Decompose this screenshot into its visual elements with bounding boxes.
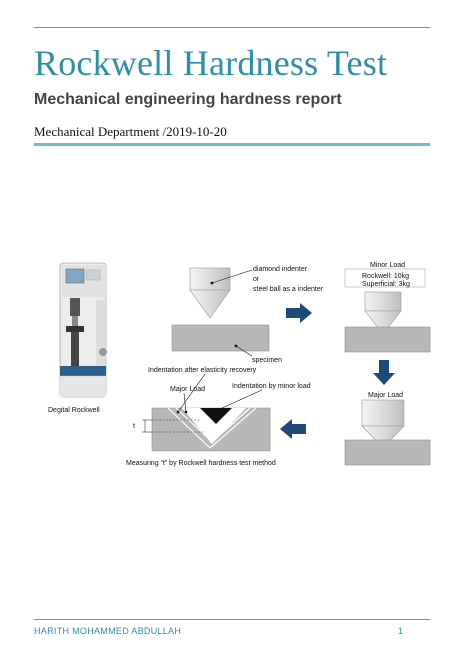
- major-load-title-right: Major Load: [368, 392, 403, 399]
- major-load-label: Major Load: [170, 386, 205, 393]
- document-subtitle: Mechanical engineering hardness report: [34, 91, 342, 108]
- indenter-label-2: or: [253, 276, 260, 283]
- minor-indent-shape: [200, 408, 232, 424]
- footer-page-number: 1: [398, 626, 404, 636]
- machine-caption: Degital Rockwell: [48, 407, 100, 414]
- t-label: t: [133, 423, 135, 430]
- machine-screen-icon: [65, 268, 85, 284]
- specimen-block: [171, 324, 270, 352]
- minor-load-rockwell: Rockwell: 10kg: [362, 273, 409, 280]
- measuring-caption: Measuring “t” by Rockwell hardness test …: [126, 460, 276, 467]
- arrow-left-icon: [280, 419, 306, 439]
- footer-author: HARITH MOHAMMED ABDULLAH: [34, 626, 182, 636]
- minor-load-superficial: Superficial: 3kg: [362, 281, 410, 288]
- specimen-block-minor: [344, 326, 431, 353]
- department-date: Mechanical Department /2019-10-20: [34, 124, 227, 139]
- machine-brand-band: [60, 366, 106, 376]
- minor-indent-label: Indentation by minor load: [232, 383, 311, 390]
- header-rule: [34, 27, 430, 28]
- specimen-block-major: [344, 439, 431, 466]
- document-title: Rockwell Hardness Test: [34, 43, 388, 83]
- elastic-recovery-label: Indentation after elasticity recovery: [148, 367, 257, 374]
- indenter-label-1: diamond indenter: [253, 266, 308, 273]
- indenter-cone: [189, 267, 253, 319]
- specimen-label: specimen: [252, 357, 282, 364]
- title-underline: [34, 143, 430, 146]
- footer-rule: [34, 619, 430, 620]
- indenter-label-3: steel ball as a indenter: [253, 286, 324, 293]
- minor-load-title: Minor Load: [370, 262, 405, 269]
- rockwell-machine-image: [59, 262, 107, 398]
- arrow-down-icon: [373, 360, 395, 385]
- arrow-right-icon: [286, 303, 312, 323]
